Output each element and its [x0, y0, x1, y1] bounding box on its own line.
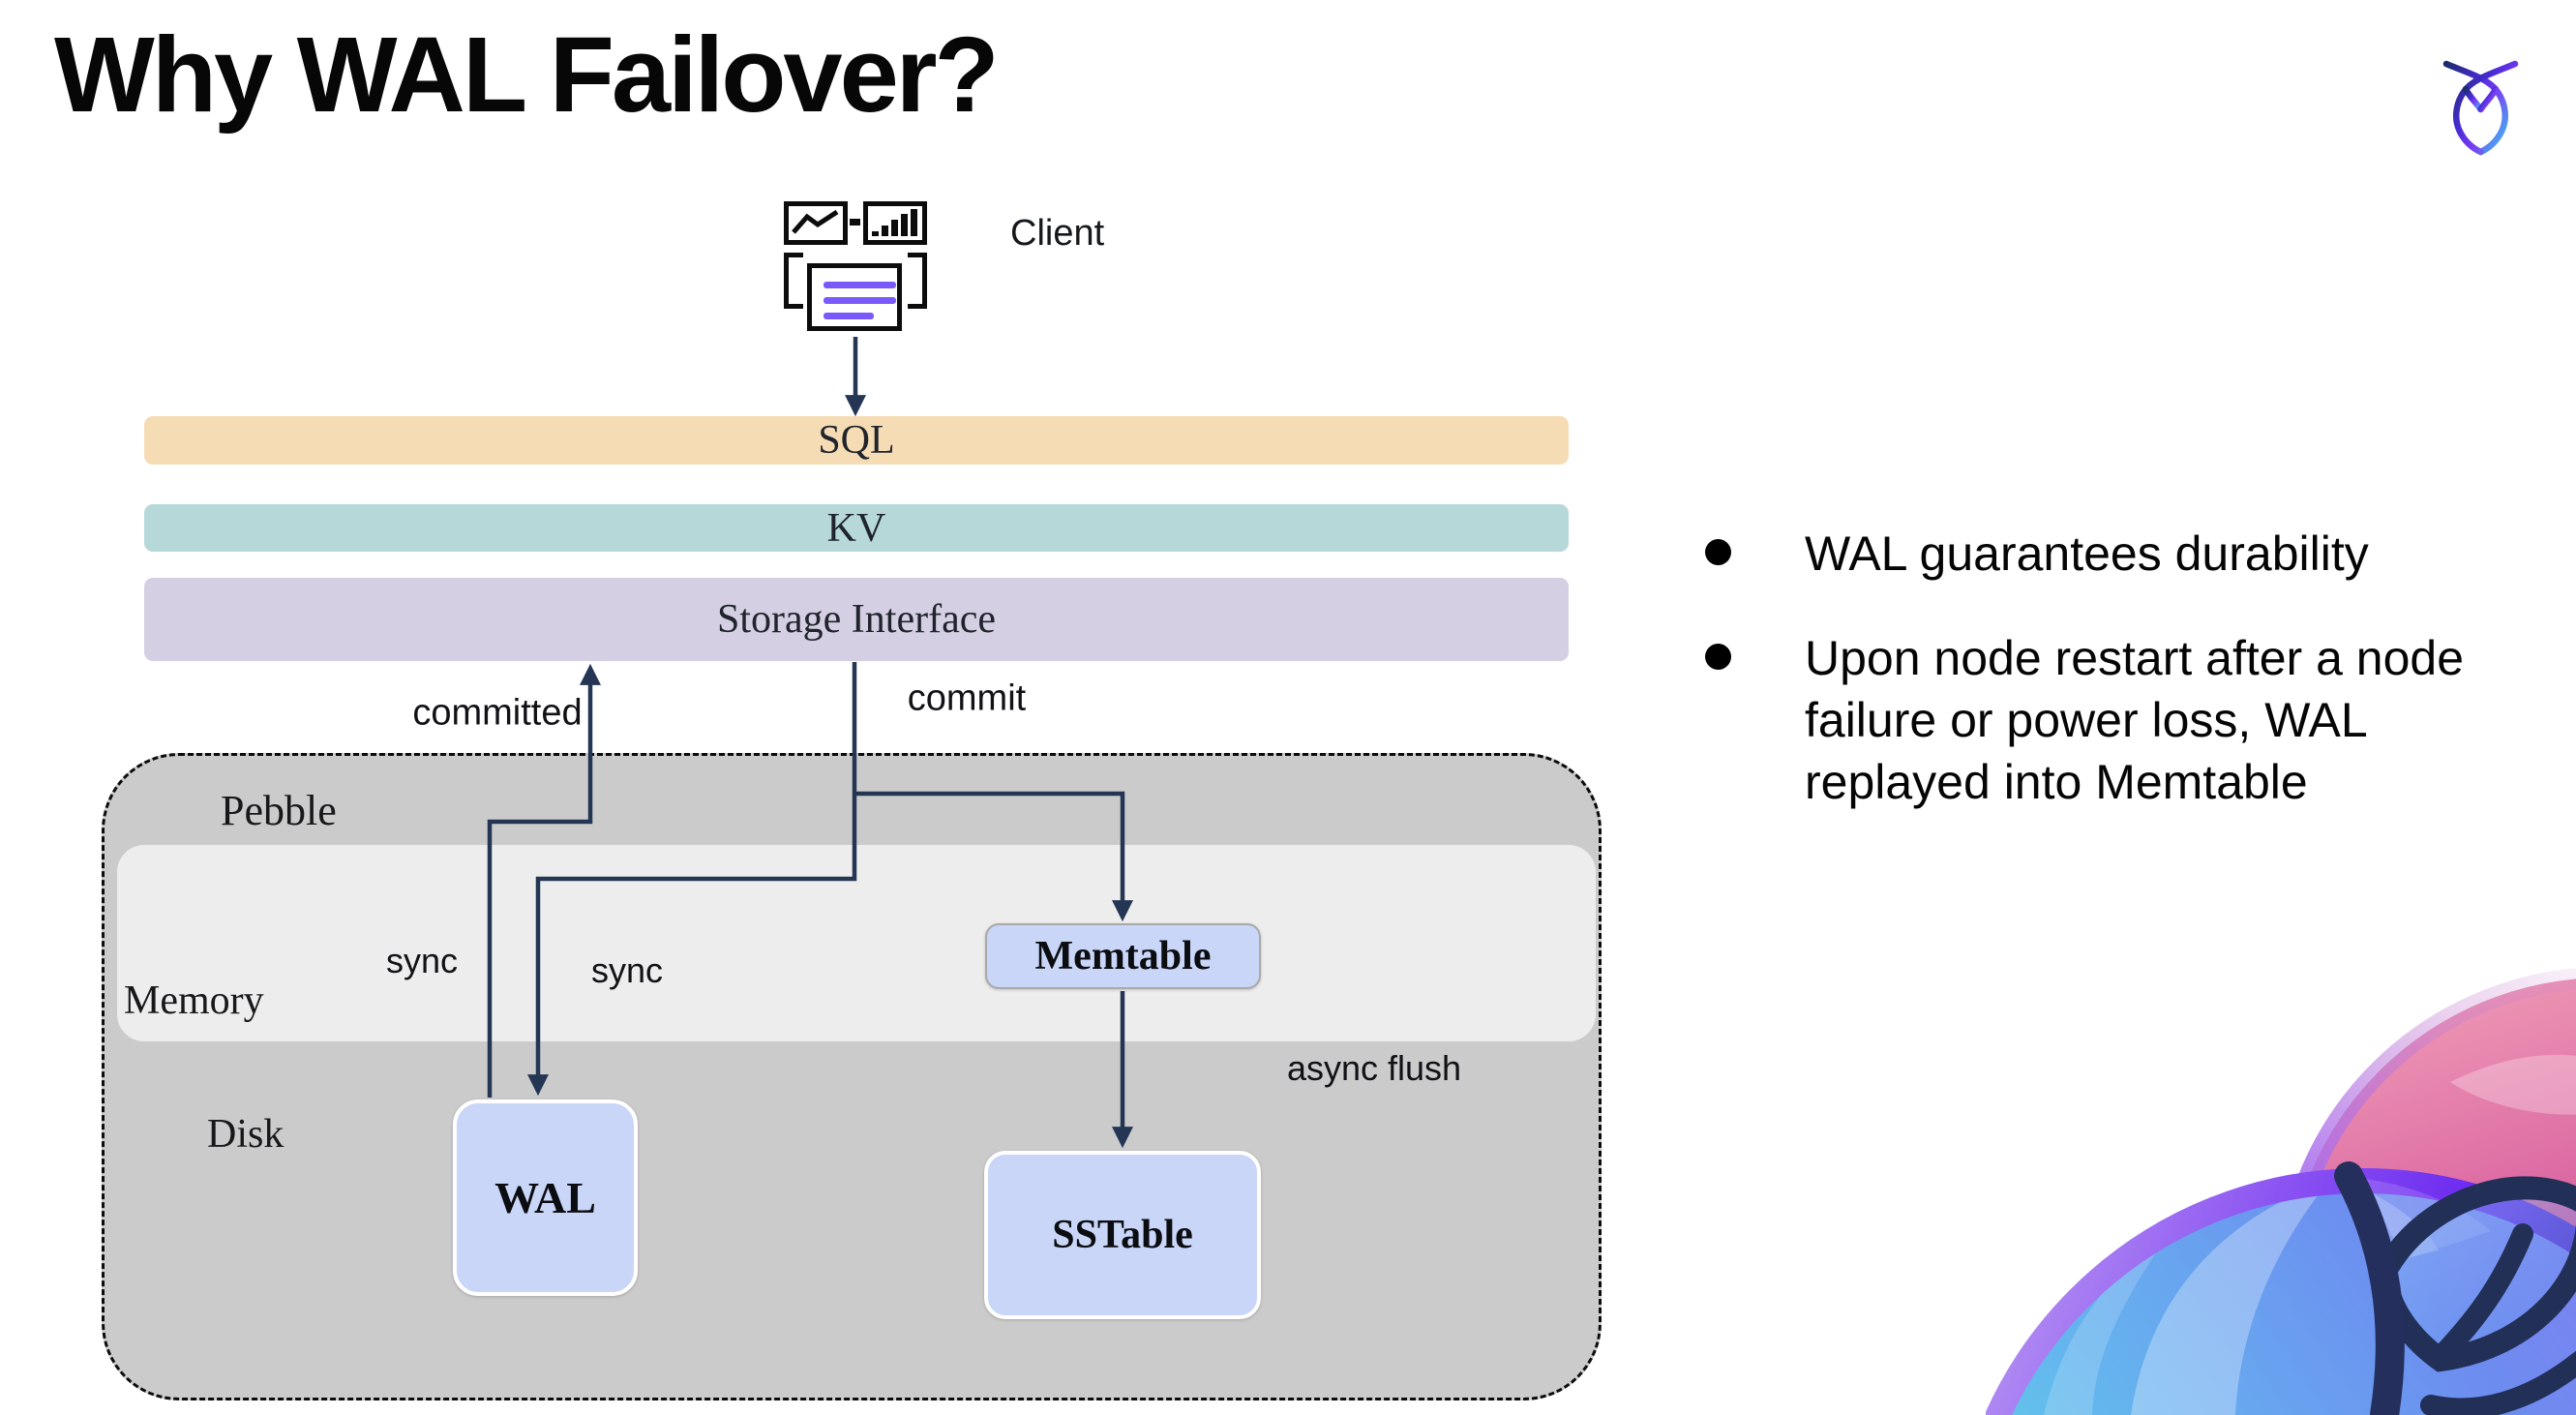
- memtable-label: Memtable: [1034, 934, 1212, 978]
- sstable-node: SSTable: [984, 1151, 1261, 1319]
- kv-layer-label: KV: [826, 505, 886, 551]
- bullet-text: WAL guarantees durability: [1805, 527, 2369, 581]
- cockroachdb-logo-icon: [2442, 60, 2519, 156]
- disk-label: Disk: [207, 1112, 285, 1157]
- bullet-icon: [1705, 644, 1731, 670]
- storage-interface-layer-bar: Storage Interface: [144, 578, 1569, 661]
- bullet-icon: [1705, 539, 1731, 565]
- bar-chart-icon: [863, 201, 927, 245]
- wal-node: WAL: [453, 1099, 638, 1296]
- memory-region: [117, 845, 1596, 1041]
- line-chart-icon: [784, 201, 848, 245]
- client-terminal-icon: [780, 190, 931, 337]
- sql-layer-label: SQL: [818, 418, 895, 463]
- committed-edge-label: committed: [412, 692, 583, 734]
- bullet-text: Upon node restart after a node failure o…: [1805, 631, 2465, 809]
- doc-line: [824, 282, 896, 288]
- list-item: Upon node restart after a node failure o…: [1705, 627, 2537, 813]
- memory-label: Memory: [124, 978, 264, 1023]
- doc-line: [824, 297, 896, 304]
- dash-connector: [850, 219, 860, 226]
- document-icon: [807, 263, 902, 331]
- list-item: WAL guarantees durability: [1705, 523, 2537, 585]
- storage-interface-label: Storage Interface: [717, 597, 996, 642]
- pebble-label: Pebble: [221, 787, 337, 834]
- sql-layer-bar: SQL: [144, 416, 1569, 465]
- async-flush-edge-label: async flush: [1286, 1048, 1462, 1088]
- doc-line: [824, 313, 874, 319]
- page-title: Why WAL Failover?: [54, 15, 1000, 135]
- cockroach-spheres-art: [1986, 968, 2576, 1415]
- memtable-node: Memtable: [985, 923, 1261, 989]
- corner-art: [1986, 968, 2576, 1415]
- bracket-right-icon: [908, 253, 927, 309]
- bracket-left-icon: [784, 253, 803, 309]
- client-label: Client: [1010, 213, 1105, 254]
- kv-layer-bar: KV: [144, 504, 1569, 552]
- sstable-label: SSTable: [1052, 1213, 1193, 1257]
- sync-edge-label: sync: [385, 941, 459, 980]
- sync-edge-label: sync: [590, 950, 664, 990]
- commit-edge-label: commit: [907, 677, 1027, 719]
- bullet-list: WAL guarantees durability Upon node rest…: [1705, 523, 2537, 856]
- wal-label: WAL: [494, 1173, 596, 1222]
